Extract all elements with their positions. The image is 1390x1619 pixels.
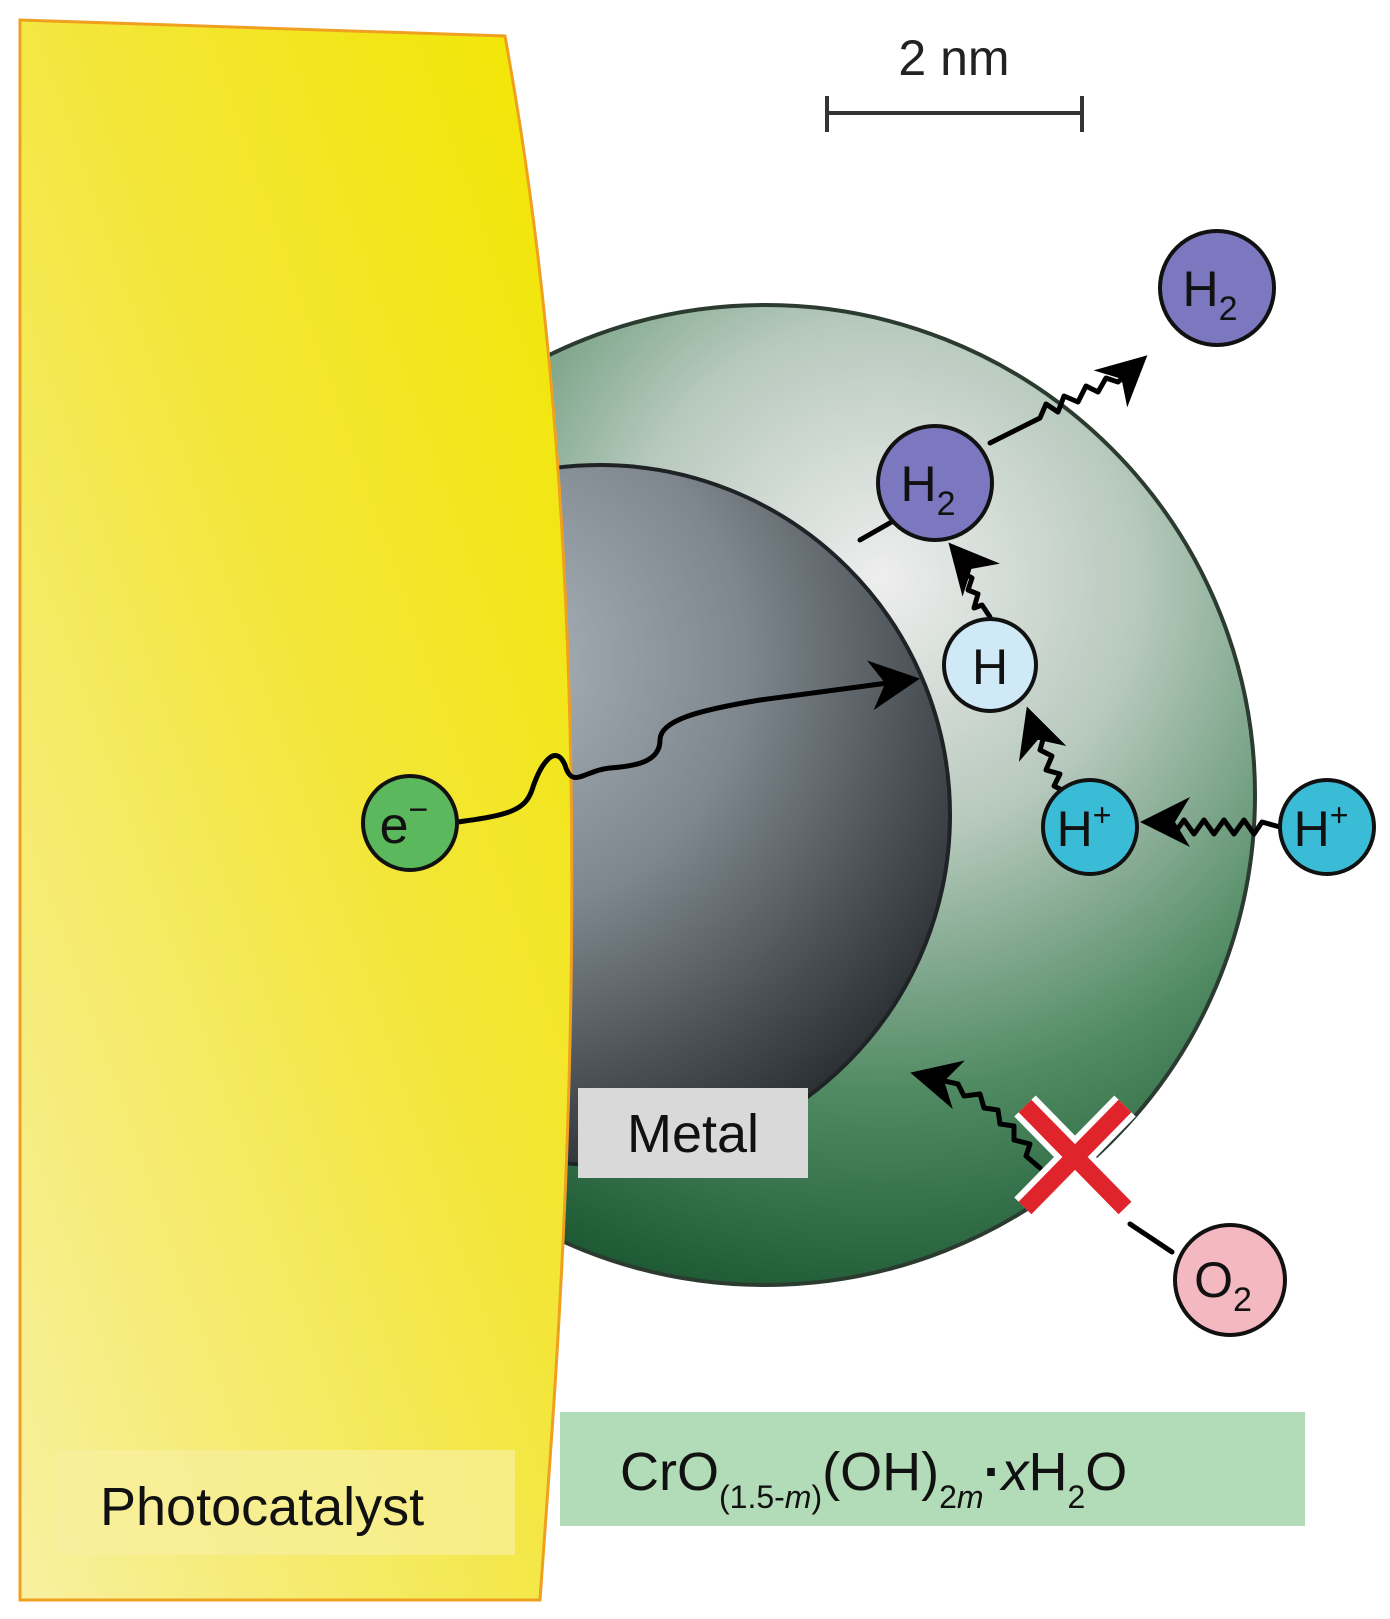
oxygen-symbol: O [1194,1252,1233,1308]
h2-outer-symbol: H [1182,261,1218,317]
proton-diffusion-arrow [1140,797,1283,847]
photocatalyst-slab [18,18,574,1602]
svg-text:H+: H+ [1294,797,1349,857]
proton-outer-symbol: H [1294,801,1330,857]
blocked-x-icon [1014,1095,1136,1219]
electron-symbol: e [380,797,409,855]
hydrogen-atom-symbol: H [972,639,1008,695]
metal-label-box [578,1088,808,1178]
electron-superscript: − [409,791,429,829]
proton-inner-symbol: H [1057,801,1093,857]
electron-to-h-arrow [455,660,920,825]
photocatalyst-label: Photocatalyst [100,1477,424,1537]
h2-molecule-inner: H2 [876,424,994,542]
oxygen-blocked-arrow [910,1060,1043,1171]
h2-inner-symbol: H [900,456,936,512]
proton-outer: H+ [1278,778,1376,876]
proton-inner-superscript: + [1093,797,1112,833]
oxygen-subscript: 2 [1233,1281,1252,1319]
h2-inner-subscript: 2 [937,485,956,523]
svg-text:O2: O2 [1194,1252,1252,1319]
h2-outer-subscript: 2 [1219,290,1238,328]
proton-to-h-arrow [1018,706,1069,795]
h-to-h2-arrow [948,542,1001,620]
scale-bar-label: 2 nm [898,30,1009,86]
photocatalyst-label-box [55,1450,515,1555]
svg-text:e−: e− [380,791,429,855]
h2-molecule-outer: H2 [1158,229,1276,347]
oxygen-molecule: O2 [1173,1223,1287,1337]
electron-species: e− [361,774,459,872]
scale-bar [825,96,1084,132]
proton-inner: H+ [1041,778,1139,876]
h2-release-arrow [987,355,1148,446]
svg-text:H2: H2 [1182,261,1237,328]
metal-label: Metal [627,1104,759,1164]
svg-text:H+: H+ [1057,797,1112,857]
svg-text:H2: H2 [900,456,955,523]
shell-formula-label: CrO(1.5-m)(OH)2m·xH2O [620,1442,1127,1515]
hydrogen-atom: H [942,617,1038,713]
shell-formula-box [560,1412,1305,1526]
proton-outer-superscript: + [1330,797,1349,833]
